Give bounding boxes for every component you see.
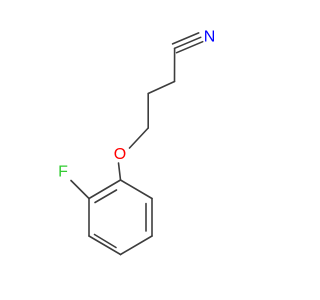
chain-bond-4 (128, 127, 149, 149)
molecule-structure: N O F (58, 29, 216, 256)
nitrile-triple-bond (171, 32, 204, 54)
benzene-ring (88, 179, 153, 256)
oxygen-atom-label: O (114, 146, 126, 163)
nitrogen-atom-label: N (204, 29, 216, 46)
chain-bond-2 (147, 80, 176, 95)
fluorine-bond (70, 179, 90, 200)
ether-bond (117, 162, 122, 181)
fluorine-atom-label: F (58, 164, 68, 181)
